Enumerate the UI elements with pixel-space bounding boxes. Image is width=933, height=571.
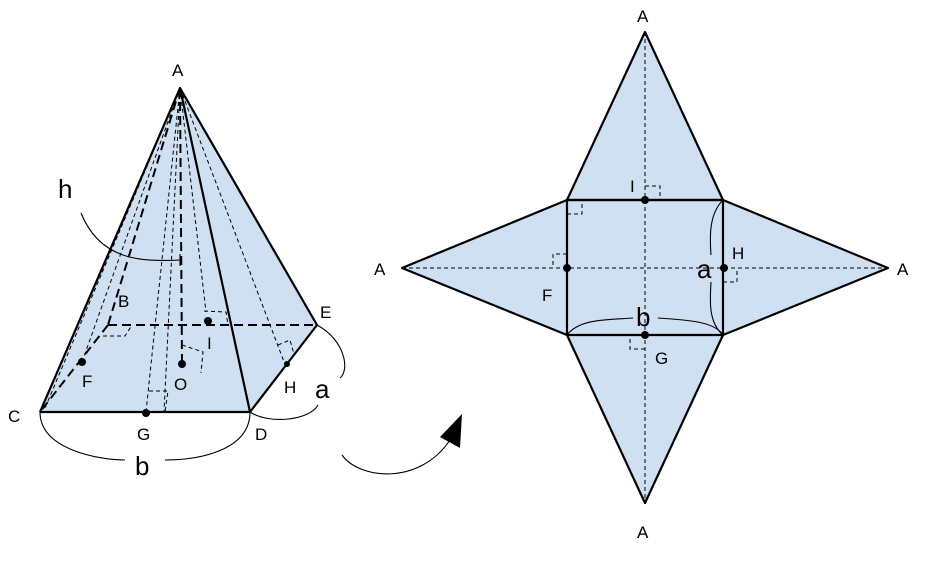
label-O: O bbox=[174, 375, 187, 394]
label-b: b bbox=[135, 451, 149, 481]
right-angle-mark bbox=[103, 324, 133, 337]
a-arc-top bbox=[709, 199, 724, 256]
net-point-I bbox=[641, 196, 649, 204]
slant-AG bbox=[145, 87, 181, 413]
label-B: B bbox=[118, 292, 129, 311]
point-O bbox=[178, 360, 186, 368]
label-C: C bbox=[8, 407, 20, 426]
height-AO bbox=[179, 87, 183, 364]
right-angle-mark bbox=[203, 310, 229, 326]
right-angle-mark bbox=[723, 268, 738, 283]
label-H: H bbox=[284, 378, 296, 397]
pyramid-3d: A B C D E F G H I O h a b bbox=[8, 61, 346, 481]
slant-AH bbox=[179, 87, 287, 368]
height-dimension-arc bbox=[80, 212, 181, 262]
a-dimension-arc-bottom bbox=[249, 404, 319, 421]
b-arc-left bbox=[566, 317, 634, 336]
label-E: E bbox=[320, 303, 331, 322]
point-G bbox=[142, 409, 150, 417]
point-I bbox=[204, 317, 212, 325]
a-arc-bottom bbox=[709, 281, 724, 336]
guide-line bbox=[163, 87, 181, 413]
pyramid-net: A A A A I G F H a b bbox=[374, 7, 909, 542]
label-h: h bbox=[58, 174, 72, 204]
point-H bbox=[284, 361, 290, 367]
net-label-b: b bbox=[636, 302, 650, 332]
net-label-A-top: A bbox=[637, 7, 649, 26]
arrow-curve bbox=[341, 439, 451, 475]
b-dimension-arc-left bbox=[39, 411, 126, 461]
net-label-G: G bbox=[655, 349, 668, 368]
arrow-head-icon bbox=[440, 414, 462, 448]
slant-AI bbox=[179, 87, 207, 313]
net-outline bbox=[400, 30, 890, 505]
label-F: F bbox=[82, 372, 92, 391]
label-D: D bbox=[255, 425, 267, 444]
net-label-A-left: A bbox=[374, 260, 386, 279]
net-label-A-right: A bbox=[897, 260, 909, 279]
point-F bbox=[78, 358, 86, 366]
pyramid-faces bbox=[40, 88, 317, 412]
label-G: G bbox=[137, 425, 150, 444]
a-dimension-arc-top bbox=[316, 324, 346, 379]
edge-BC-hidden bbox=[39, 324, 109, 413]
label-A: A bbox=[172, 61, 184, 80]
label-a: a bbox=[315, 374, 330, 404]
unfold-arrow bbox=[341, 414, 462, 475]
right-angle-mark bbox=[645, 185, 661, 200]
right-angle-mark bbox=[552, 253, 567, 268]
right-angle-mark bbox=[277, 339, 295, 355]
net-label-I: I bbox=[630, 177, 635, 196]
net-point-G bbox=[641, 331, 649, 339]
right-angle-mark bbox=[567, 200, 583, 215]
b-dimension-arc-right bbox=[164, 411, 251, 461]
net-point-F bbox=[563, 264, 571, 272]
right-angle-mark bbox=[629, 335, 645, 350]
net-label-a: a bbox=[697, 254, 712, 284]
right-angle-mark bbox=[181, 344, 204, 374]
net-label-H: H bbox=[732, 244, 744, 263]
label-I: I bbox=[207, 334, 212, 353]
net-label-F: F bbox=[542, 286, 552, 305]
net-label-A-bottom: A bbox=[637, 523, 649, 542]
net-faces bbox=[402, 32, 888, 503]
net-point-H bbox=[720, 264, 728, 272]
